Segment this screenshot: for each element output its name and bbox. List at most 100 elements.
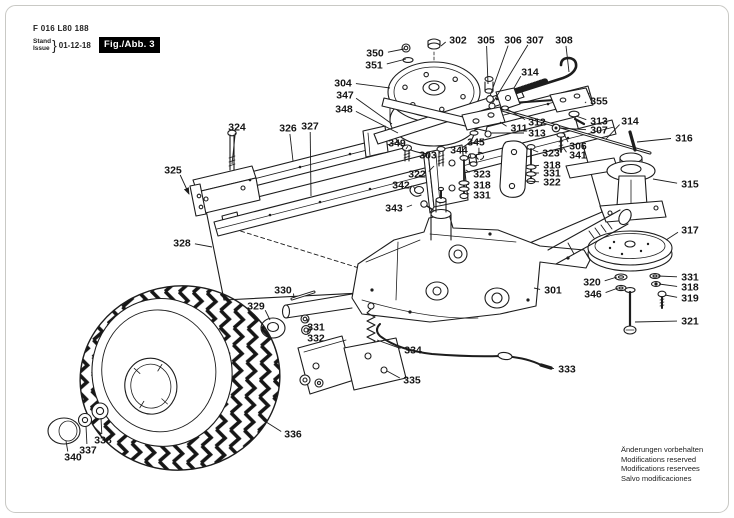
part-label-345: 345 xyxy=(467,137,485,149)
part-hardware-under-317 xyxy=(614,273,667,335)
leader-line-347 xyxy=(355,97,393,125)
figure-badge: Fig./Abb. 3 xyxy=(99,37,160,53)
leader-line-349 xyxy=(405,146,409,150)
leader-line-325 xyxy=(179,174,190,195)
leader-line-311 xyxy=(499,121,507,127)
part-rod-316 xyxy=(628,130,637,152)
leader-line-305 xyxy=(486,45,489,85)
part-bushing-329 xyxy=(260,314,311,339)
part-spacer-stack-305 xyxy=(484,76,521,111)
rights-line-de: Änderungen vorbehalten xyxy=(621,445,704,454)
part-label-322: 322 xyxy=(543,177,561,189)
leader-line-331 xyxy=(657,275,678,278)
leader-line-336 xyxy=(262,419,282,432)
part-label-355: 355 xyxy=(590,96,608,108)
part-label-331: 331 xyxy=(473,190,491,202)
part-label-314: 314 xyxy=(621,116,639,128)
part-label-318: 318 xyxy=(543,160,561,172)
part-label-322: 322 xyxy=(408,169,426,181)
part-label-329: 329 xyxy=(247,301,265,313)
part-label-323: 323 xyxy=(473,169,491,181)
part-label-331: 331 xyxy=(307,322,325,334)
leader-line-307 xyxy=(491,44,529,105)
leader-line-315 xyxy=(652,178,678,184)
part-label-313: 313 xyxy=(528,128,546,140)
part-belt-347 xyxy=(373,87,525,145)
leader-line-323 xyxy=(465,169,470,173)
part-label-318: 318 xyxy=(681,282,699,294)
part-label-326: 326 xyxy=(279,123,297,135)
part-label-335: 335 xyxy=(403,375,421,387)
leader-line-322 xyxy=(525,180,540,183)
leader-line-329 xyxy=(264,310,271,321)
part-label-350: 350 xyxy=(366,48,384,60)
part-label-311: 311 xyxy=(511,123,528,135)
leader-line-337 xyxy=(85,425,88,445)
part-label-303: 303 xyxy=(419,150,437,162)
part-label-320: 320 xyxy=(583,277,601,289)
part-bolt-324 xyxy=(227,129,237,171)
part-clip-342 xyxy=(409,185,434,211)
part-bracket-311 xyxy=(461,105,510,138)
part-label-331: 331 xyxy=(681,272,699,284)
leader-line-338 xyxy=(100,417,103,435)
part-pulley-317 xyxy=(587,230,673,272)
part-label-312: 312 xyxy=(528,117,546,129)
leader-line-331 xyxy=(466,192,470,195)
part-label-301: 301 xyxy=(544,285,562,297)
leader-line-302 xyxy=(440,41,446,47)
part-label-302: 302 xyxy=(449,35,467,47)
leader-line-319 xyxy=(664,294,678,298)
part-label-316: 316 xyxy=(675,133,693,145)
part-transmission-301 xyxy=(281,186,632,323)
part-label-331: 331 xyxy=(543,168,561,180)
part-label-333: 333 xyxy=(558,364,576,376)
document-number: F 016 L80 188 xyxy=(33,24,89,33)
leader-line-340 xyxy=(65,440,69,452)
leader-line-314 xyxy=(513,75,522,89)
part-label-325: 325 xyxy=(164,165,182,177)
leader-line-317 xyxy=(665,231,679,241)
part-label-308: 308 xyxy=(555,35,573,47)
part-bracket-335 xyxy=(297,335,407,395)
part-label-327: 327 xyxy=(301,121,319,133)
part-label-338: 338 xyxy=(94,435,112,447)
leader-line-303 xyxy=(438,151,441,154)
part-label-344: 344 xyxy=(450,145,468,157)
leader-line-343 xyxy=(406,204,413,208)
leader-line-306 xyxy=(563,133,569,143)
leader-line-321 xyxy=(634,320,678,323)
leader-line-318 xyxy=(466,183,470,186)
issue-date: 01-12-18 xyxy=(58,40,91,50)
part-label-313: 313 xyxy=(590,116,608,128)
part-label-337: 337 xyxy=(79,445,97,457)
part-screw-341 xyxy=(556,132,566,153)
leader-line-322 xyxy=(428,165,435,172)
part-label-348: 348 xyxy=(335,104,353,116)
leader-line-318 xyxy=(658,283,678,287)
leader-line-341 xyxy=(562,146,567,153)
rights-notice: Änderungen vorbehalten Modifications res… xyxy=(621,445,703,483)
leader-line-318 xyxy=(533,164,540,167)
part-label-306: 306 xyxy=(569,141,587,153)
leader-line-333 xyxy=(549,367,555,370)
rights-line-fr: Modifications reservees xyxy=(621,464,700,474)
part-label-336: 336 xyxy=(284,429,302,441)
leader-line-308 xyxy=(565,45,570,73)
part-label-315: 315 xyxy=(681,179,699,191)
leader-line-342 xyxy=(413,186,416,190)
leader-line-332 xyxy=(306,329,310,334)
leader-line-306 xyxy=(489,45,509,97)
page-border xyxy=(5,5,729,513)
part-plate-355 xyxy=(549,87,594,133)
part-label-304: 304 xyxy=(334,78,352,90)
leader-line-323 xyxy=(532,149,539,153)
leader-line-331 xyxy=(306,318,309,323)
leader-line-324 xyxy=(231,132,236,165)
leader-line-327 xyxy=(309,131,312,197)
part-label-332: 332 xyxy=(307,333,325,345)
part-label-305: 305 xyxy=(477,35,495,47)
rights-line-en: Modifications reserved xyxy=(621,454,697,464)
